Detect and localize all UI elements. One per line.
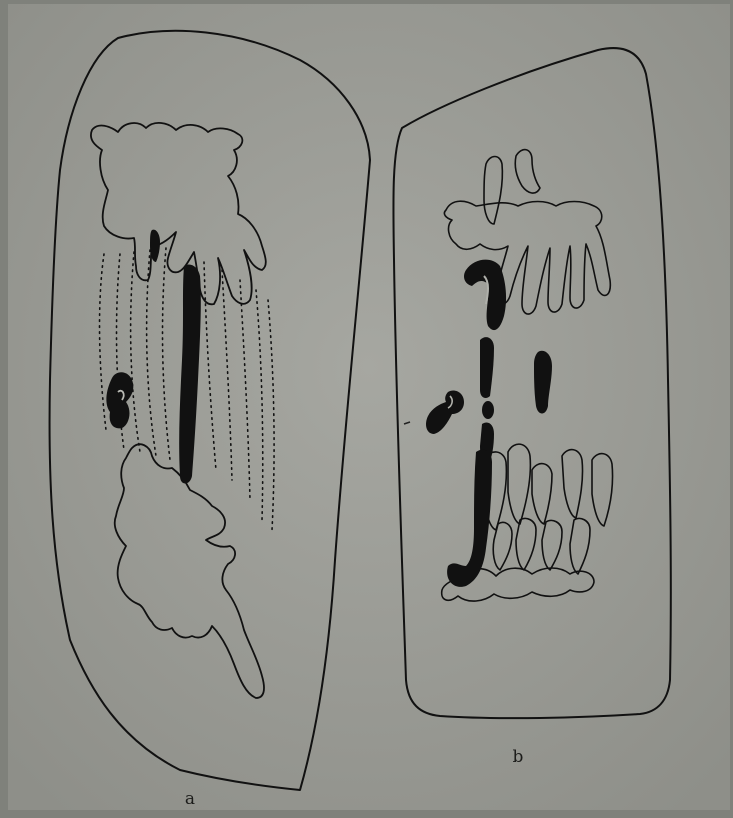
label-b: b — [513, 747, 524, 767]
cell-b-mid-chromosome-bead — [482, 401, 494, 419]
label-a: a — [185, 789, 195, 809]
